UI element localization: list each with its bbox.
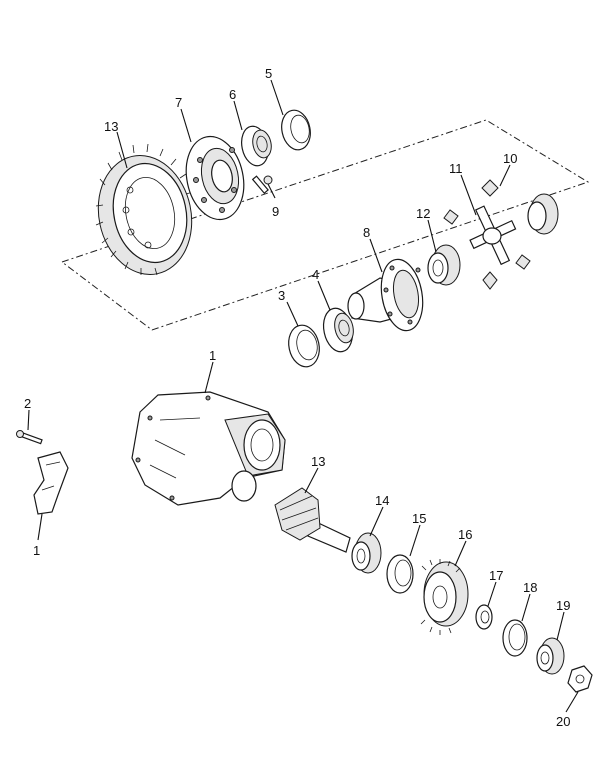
- bearing-14: [351, 532, 382, 574]
- callout-13-pinion: 13: [311, 454, 325, 469]
- bearing-cup-5: [281, 109, 311, 151]
- gear-16: [420, 559, 469, 635]
- bolt-9: [251, 175, 273, 195]
- callout-11: 11: [449, 161, 463, 176]
- callout-15: 15: [412, 511, 426, 526]
- callout-labels: 13 7 6 5 9 11 10 12 8 3 4 1 2 1 13 14 15…: [24, 66, 570, 729]
- callout-1-bracket: 1: [33, 543, 40, 558]
- differential-case-half: [185, 135, 245, 221]
- washer-17: [475, 604, 493, 630]
- callout-13-top: 13: [104, 119, 118, 134]
- side-gear-12: [427, 244, 461, 286]
- callout-19: 19: [556, 598, 570, 613]
- bearing-4: [322, 307, 354, 353]
- nut-20: [567, 665, 593, 693]
- callout-12: 12: [416, 206, 430, 221]
- callout-3: 3: [278, 288, 285, 303]
- callout-4: 4: [312, 267, 319, 282]
- bearing-cup-18: [502, 619, 528, 657]
- spacer-15: [386, 554, 414, 594]
- drive-pinion: [274, 487, 351, 553]
- bearing-cup-3: [288, 324, 320, 368]
- ring-gear-top: [95, 143, 194, 276]
- callout-5: 5: [265, 66, 272, 81]
- callout-9: 9: [272, 204, 279, 219]
- callout-14: 14: [375, 493, 389, 508]
- leader-lines: [27, 79, 579, 713]
- callout-18: 18: [523, 580, 537, 595]
- callout-7: 7: [175, 95, 182, 110]
- spider-cross: [443, 179, 531, 290]
- axle-housing: [131, 391, 286, 506]
- bearing-6: [241, 125, 272, 167]
- callout-8: 8: [363, 225, 370, 240]
- bolt-2: [16, 430, 43, 445]
- callout-1-housing: 1: [209, 348, 216, 363]
- callout-16: 16: [458, 527, 472, 542]
- callout-10: 10: [503, 151, 517, 166]
- bearing-19: [536, 637, 565, 675]
- pinion-gear-10: [527, 193, 559, 235]
- subassembly-boundary: [60, 119, 590, 331]
- differential-case: [347, 258, 424, 332]
- callout-6: 6: [229, 87, 236, 102]
- callout-17: 17: [489, 568, 503, 583]
- bracket: [33, 451, 69, 515]
- callout-2: 2: [24, 396, 31, 411]
- callout-20: 20: [556, 714, 570, 729]
